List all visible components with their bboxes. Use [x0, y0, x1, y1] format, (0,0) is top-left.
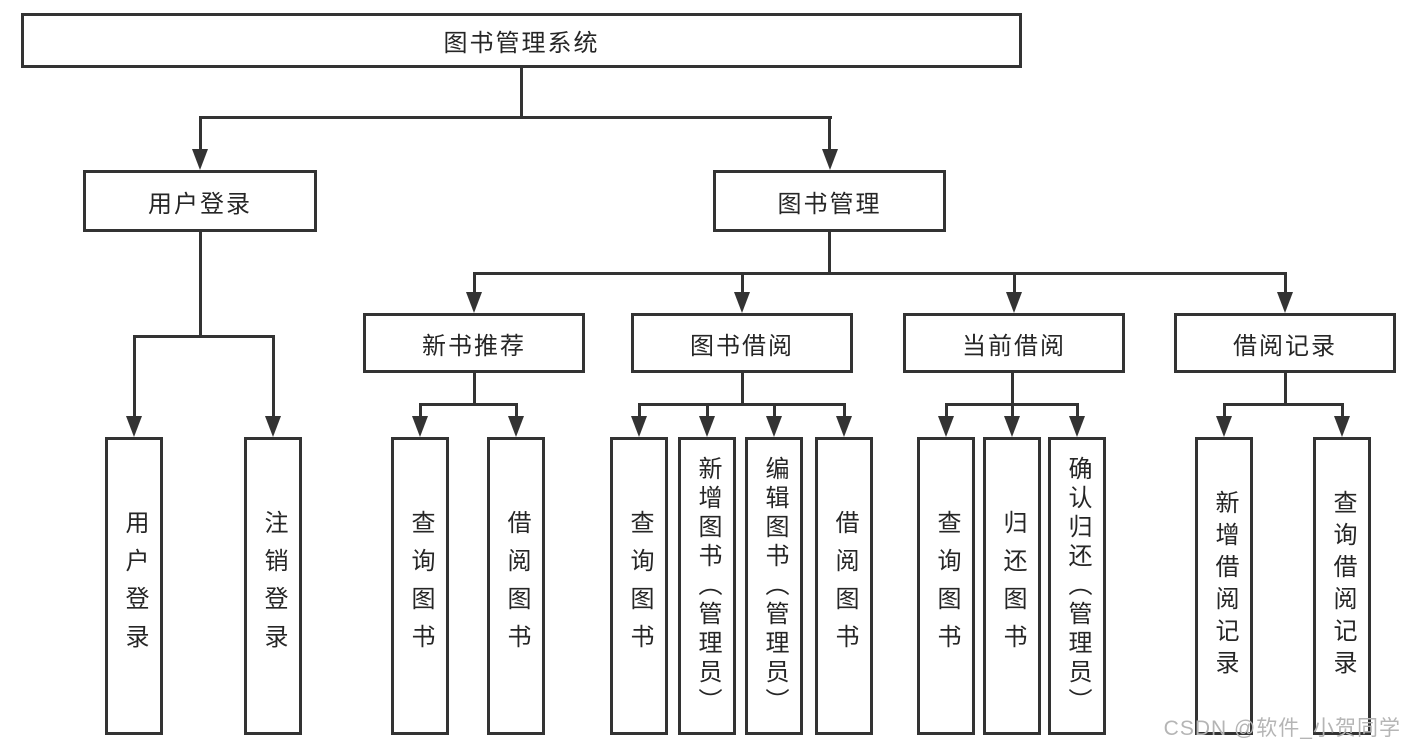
arrowhead-current-borrow — [1006, 292, 1022, 313]
arrowhead-leaf — [699, 416, 715, 437]
arrowhead-leaf — [1069, 416, 1085, 437]
connector-group-stub — [1011, 371, 1014, 405]
connector-book-mgmt-stub — [828, 230, 831, 274]
leaf-confirm-return-admin: 确认归还（管理员） — [1048, 437, 1106, 735]
leaf-edit-book-admin: 编辑图书（管理员） — [745, 437, 803, 735]
node-root-label: 图书管理系统 — [443, 30, 600, 57]
leaf-label: 借阅图书 — [831, 510, 858, 662]
connector-level2-drop — [1013, 272, 1016, 294]
node-user-login: 用户登录 — [83, 170, 317, 232]
connector-leaf-drop — [945, 403, 948, 419]
node-root: 图书管理系统 — [21, 13, 1022, 68]
arrowhead-book-mgmt — [822, 149, 838, 170]
arrowhead-new-book-rec — [466, 292, 482, 313]
connector-leaf-drop — [1011, 403, 1014, 419]
leaf-label: 借阅图书 — [503, 510, 530, 662]
connector-leaf-drop — [773, 403, 776, 419]
connector-leaf-drop — [843, 403, 846, 419]
connector-level2-drop — [741, 272, 744, 294]
connector-level2-drop — [1284, 272, 1287, 294]
leaf-label: 确认归还（管理员） — [1064, 455, 1091, 717]
node-new-book-rec-label: 新书推荐 — [422, 332, 526, 360]
arrowhead-leaf — [412, 416, 428, 437]
leaf-label: 新增借阅记录 — [1211, 490, 1238, 682]
node-book-borrow-label: 图书借阅 — [690, 332, 794, 360]
connector-level2-drop — [473, 272, 476, 294]
node-book-mgmt: 图书管理 — [713, 170, 946, 232]
leaf-label: 查询借阅记录 — [1329, 490, 1356, 682]
connector-group-stub — [473, 371, 476, 405]
connector-leaf-drop — [272, 335, 275, 419]
leaf-label: 查询图书 — [407, 510, 434, 662]
leaf-logout: 注销登录 — [244, 437, 302, 735]
arrowhead-leaf — [126, 416, 142, 437]
leaf-borrow-book: 借阅图书 — [815, 437, 873, 735]
connector-leaf-drop — [133, 335, 136, 419]
node-borrow-record: 借阅记录 — [1174, 313, 1396, 373]
connector-leaf-drop — [1076, 403, 1079, 419]
leaf-label: 新增图书（管理员） — [694, 455, 721, 717]
arrowhead-borrow-record — [1277, 292, 1293, 313]
node-book-mgmt-label: 图书管理 — [777, 190, 882, 218]
leaf-label: 查询图书 — [626, 510, 653, 662]
connector-root-hline — [199, 116, 832, 119]
connector-leaf-drop — [419, 403, 422, 419]
leaf-query-book: 查询图书 — [610, 437, 668, 735]
leaf-query-borrow-record: 查询借阅记录 — [1313, 437, 1371, 735]
arrowhead-leaf — [938, 416, 954, 437]
arrowhead-leaf — [766, 416, 782, 437]
connector-leaf-drop — [515, 403, 518, 419]
leaf-label: 用户登录 — [121, 510, 148, 662]
leaf-label: 归还图书 — [999, 510, 1026, 662]
connector-user-login-hline — [133, 335, 275, 338]
connector-book-mgmt-drop — [828, 116, 831, 152]
leaf-add-book-admin: 新增图书（管理员） — [678, 437, 736, 735]
arrowhead-leaf — [265, 416, 281, 437]
leaf-label: 注销登录 — [260, 510, 287, 662]
arrowhead-book-borrow — [734, 292, 750, 313]
leaf-label: 查询图书 — [933, 510, 960, 662]
connector-group-stub — [1284, 371, 1287, 405]
arrowhead-leaf — [1334, 416, 1350, 437]
node-user-login-label: 用户登录 — [148, 190, 252, 218]
leaf-query-book: 查询图书 — [391, 437, 449, 735]
node-book-borrow: 图书借阅 — [631, 313, 853, 373]
leaf-label: 编辑图书（管理员） — [761, 455, 788, 717]
connector-user-login-stub — [199, 230, 202, 337]
connector-group-hline — [419, 403, 518, 406]
leaf-user-login: 用户登录 — [105, 437, 163, 735]
arrowhead-user-login — [192, 149, 208, 170]
node-current-borrow: 当前借阅 — [903, 313, 1125, 373]
leaf-add-borrow-record: 新增借阅记录 — [1195, 437, 1253, 735]
arrowhead-leaf — [1216, 416, 1232, 437]
arrowhead-leaf — [508, 416, 524, 437]
connector-book-mgmt-hline — [473, 272, 1286, 275]
connector-group-stub — [741, 371, 744, 405]
connector-group-hline — [1223, 403, 1344, 406]
connector-root-stub — [520, 66, 523, 118]
leaf-query-book: 查询图书 — [917, 437, 975, 735]
arrowhead-leaf — [631, 416, 647, 437]
connector-leaf-drop — [1223, 403, 1226, 419]
arrowhead-leaf — [836, 416, 852, 437]
node-new-book-rec: 新书推荐 — [363, 313, 585, 373]
node-current-borrow-label: 当前借阅 — [962, 332, 1066, 360]
connector-leaf-drop — [638, 403, 641, 419]
connector-group-hline — [638, 403, 846, 406]
leaf-borrow-book: 借阅图书 — [487, 437, 545, 735]
connector-user-login-drop — [199, 116, 202, 152]
node-borrow-record-label: 借阅记录 — [1233, 332, 1337, 360]
connector-leaf-drop — [706, 403, 709, 419]
watermark-text: CSDN @软件_小贺同学 — [1163, 717, 1401, 740]
connector-leaf-drop — [1341, 403, 1344, 419]
arrowhead-leaf — [1004, 416, 1020, 437]
leaf-return-book: 归还图书 — [983, 437, 1041, 735]
